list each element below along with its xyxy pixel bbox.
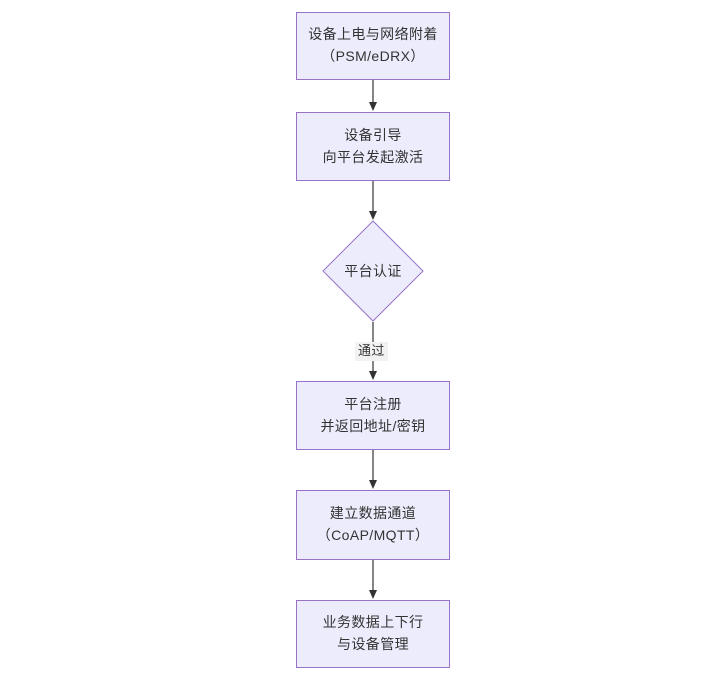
flow-node-line: 向平台发起激活 bbox=[322, 148, 424, 165]
flow-edge-n5-n6 bbox=[366, 560, 380, 600]
flow-node-line: 业务数据上下行 bbox=[322, 614, 424, 631]
flow-node-device-bootstrap[interactable]: 设备引导 向平台发起激活 bbox=[296, 112, 450, 181]
flow-node-line: 建立数据通道 bbox=[329, 505, 417, 522]
flow-node-device-power-on[interactable]: 设备上电与网络附着 （PSM/eDRX） bbox=[296, 12, 450, 80]
flow-edge-n1-n2 bbox=[366, 80, 380, 112]
flow-node-line: 并返回地址/密钥 bbox=[320, 417, 426, 434]
flow-edge-n4-n5 bbox=[366, 450, 380, 490]
flow-node-business-data[interactable]: 业务数据上下行 与设备管理 bbox=[296, 600, 450, 668]
flow-node-line: （CoAP/MQTT） bbox=[316, 527, 430, 543]
flow-node-platform-registration[interactable]: 平台注册 并返回地址/密钥 bbox=[296, 381, 450, 450]
flow-node-line: 与设备管理 bbox=[337, 636, 409, 652]
flow-node-line: 平台注册 bbox=[344, 395, 402, 412]
flow-node-line: （PSM/eDRX） bbox=[321, 48, 425, 64]
flow-edge-n2-n3 bbox=[366, 181, 380, 221]
flow-node-line: 平台认证 bbox=[344, 263, 402, 279]
flow-edge-label-pass: 通过 bbox=[355, 342, 388, 361]
flow-node-line: 设备引导 bbox=[344, 126, 402, 143]
flow-node-line: 设备上电与网络附着 bbox=[308, 26, 438, 43]
flow-node-platform-authentication[interactable]: 平台认证 bbox=[322, 220, 424, 322]
flow-node-data-channel[interactable]: 建立数据通道 （CoAP/MQTT） bbox=[296, 490, 450, 560]
